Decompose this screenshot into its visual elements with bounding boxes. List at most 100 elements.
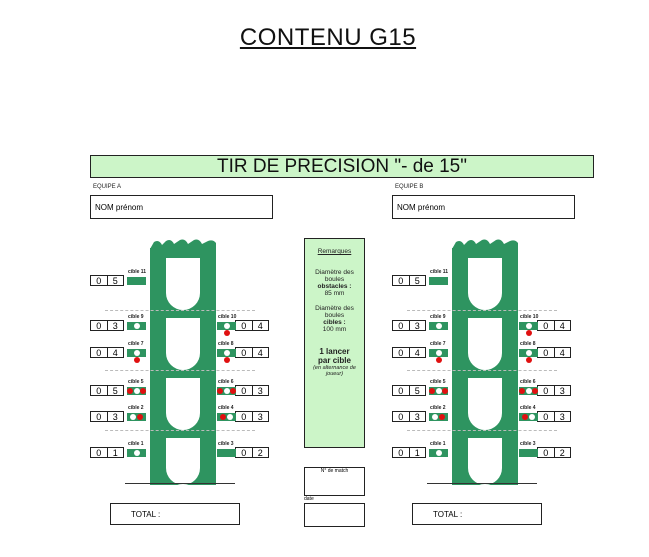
- score-tens: 0: [398, 321, 404, 331]
- target-diagram: [429, 277, 448, 285]
- target-diagram: [127, 449, 146, 457]
- score-tens: 0: [543, 348, 549, 358]
- white-ball-icon: [525, 388, 532, 394]
- target-diagram: [429, 449, 448, 457]
- score-tens: 0: [398, 386, 404, 396]
- white-ball-icon: [525, 323, 532, 329]
- white-ball-icon: [525, 350, 532, 356]
- target-diagram: [519, 413, 538, 421]
- red-ball-icon: [519, 388, 525, 394]
- score-units: 2: [553, 448, 571, 458]
- red-ball-icon: [127, 388, 133, 394]
- player-name-placeholder: NOM prénom: [95, 203, 144, 212]
- target-label: cible 4: [218, 405, 234, 411]
- target-label: cible 5: [128, 379, 144, 385]
- red-ball-icon: [230, 388, 236, 394]
- throw-rule: 1 lancer par cible: [318, 347, 351, 365]
- target-diagram: [217, 322, 236, 336]
- match-number-label: N° de match: [320, 468, 349, 474]
- score-units: 4: [106, 348, 124, 358]
- player-name-field[interactable]: NOM prénom: [90, 195, 273, 219]
- player-name-placeholder: NOM prénom: [397, 203, 446, 212]
- score-tens: 0: [543, 412, 549, 422]
- score-tens: 0: [96, 321, 102, 331]
- white-ball-icon: [432, 414, 438, 420]
- total-field[interactable]: TOTAL :: [110, 503, 240, 525]
- tower-window: [166, 258, 200, 310]
- target-label: cible 7: [430, 341, 446, 347]
- score-units: 3: [408, 321, 426, 331]
- target-label: cible 4: [520, 405, 536, 411]
- score-tens: 0: [398, 448, 404, 458]
- score-tens: 0: [241, 321, 247, 331]
- red-ball-icon: [532, 388, 538, 394]
- white-ball-icon: [435, 350, 442, 356]
- score-units: 5: [408, 386, 426, 396]
- score-units: 3: [553, 386, 571, 396]
- red-ball-icon: [439, 414, 445, 420]
- date-field[interactable]: [304, 503, 365, 527]
- white-ball-icon: [130, 414, 136, 420]
- white-ball-icon: [133, 350, 140, 356]
- target-diagram: [429, 349, 448, 363]
- team-label: EQUIPE B: [395, 184, 424, 190]
- red-ball-icon: [525, 357, 532, 363]
- player-name-field[interactable]: NOM prénom: [392, 195, 575, 219]
- remarks-panel: Remarques Diamètre des boules obstacles …: [304, 238, 365, 448]
- red-ball-icon: [137, 414, 143, 420]
- white-ball-icon: [223, 350, 230, 356]
- target-diagram: [127, 413, 146, 421]
- obstacle-label: obstacles :: [317, 283, 352, 290]
- red-ball-icon: [442, 388, 448, 394]
- target-diagram: [519, 349, 538, 363]
- red-ball-icon: [525, 330, 532, 336]
- red-ball-icon: [223, 357, 230, 363]
- target-diagram: [127, 322, 146, 330]
- white-ball-icon: [435, 388, 442, 394]
- cible-label: cibles :: [323, 319, 346, 326]
- base-line: [427, 483, 537, 484]
- target-diagram: [519, 322, 538, 336]
- match-number-field[interactable]: N° de match: [304, 467, 365, 496]
- target-label: cible 1: [128, 441, 144, 447]
- total-label: TOTAL :: [433, 510, 463, 519]
- target-diagram: [519, 387, 538, 395]
- red-ball-icon: [429, 388, 435, 394]
- white-ball-icon: [133, 388, 140, 394]
- score-tens: 0: [241, 348, 247, 358]
- target-diagram: [429, 322, 448, 330]
- tower-crenellation: [150, 239, 216, 249]
- total-field[interactable]: TOTAL :: [412, 503, 542, 525]
- score-units: 3: [106, 321, 124, 331]
- score-tens: 0: [543, 448, 549, 458]
- target-label: cible 10: [218, 314, 237, 320]
- target-diagram: [127, 349, 146, 363]
- score-tens: 0: [96, 276, 102, 286]
- row-divider: [105, 430, 255, 431]
- score-tens: 0: [543, 386, 549, 396]
- score-tens: 0: [398, 412, 404, 422]
